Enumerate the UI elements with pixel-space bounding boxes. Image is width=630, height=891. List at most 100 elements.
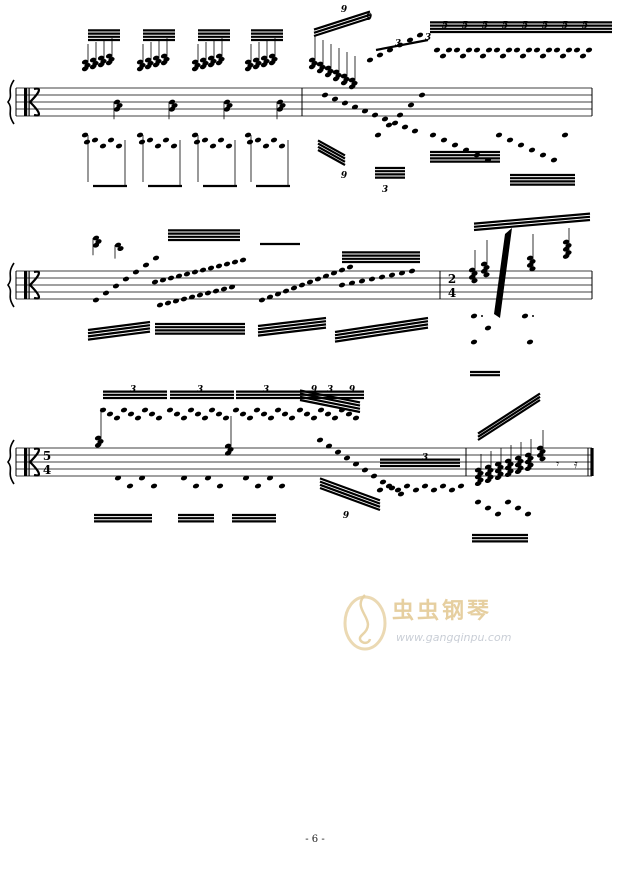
chord-notehead [340,80,348,86]
c-clef-bar [28,271,30,299]
run-notehead [172,298,180,304]
descending-run-notehead [325,443,333,449]
chord-notehead [260,55,268,61]
run-notehead [296,407,304,413]
bass-notehead [521,313,529,319]
inner-notehead [225,143,233,149]
chord-notehead [92,242,100,248]
chord-notehead [468,274,476,280]
tuplet-number: 5 [482,21,488,31]
chord-notehead [223,99,231,105]
lower-run-notehead [385,122,393,128]
bass-notehead [192,483,200,489]
run-notehead [232,407,240,413]
chord-notehead [524,466,532,472]
chord-notehead [514,455,522,461]
chord-notehead [494,468,502,474]
run-notehead [180,296,188,302]
chord-notehead [494,461,502,467]
chord-notehead [484,471,492,477]
note-beam [477,395,541,438]
bass-notehead [81,132,89,138]
note-beam [87,327,151,338]
chord-notehead [480,268,488,274]
run-notehead [106,411,114,417]
chord-notehead [332,76,340,82]
chord-notehead [529,266,536,272]
run-notehead [465,47,473,53]
run-notehead [322,273,330,279]
run-notehead [303,411,311,417]
inner-notehead [278,143,286,149]
run-notehead [201,415,209,421]
run-notehead [321,92,329,98]
bass-notehead [244,132,252,138]
c-clef-bar [24,271,28,299]
run-notehead [376,487,384,493]
run-notehead [345,411,353,417]
run-notehead [381,116,389,122]
note-beam [313,10,371,31]
note-beam [317,149,346,166]
bass-notehead [278,483,286,489]
descending-run-notehead [370,473,378,479]
chord-notehead [81,59,89,65]
descending-run-notehead [316,437,324,443]
bass-chord-notehead [474,499,482,505]
run-notehead [298,282,306,288]
arpeggio-notehead [112,283,120,289]
tuplet-number: 5 [522,21,528,31]
run-notehead [376,52,384,58]
note-beam [313,16,371,38]
chord-notehead [524,452,532,458]
chord-notehead [480,261,488,267]
run-notehead [408,268,416,274]
inner-notehead [209,143,217,149]
run-notehead [388,272,396,278]
chord-notehead [199,64,207,70]
c-clef-curve [29,447,40,477]
c-clef-bar [24,88,28,116]
chord-notehead [539,456,546,462]
chord-notehead [136,59,144,65]
chord-notehead [252,57,260,63]
note-beam [299,389,361,404]
run-notehead [378,274,386,280]
descending-run-notehead [361,467,369,473]
tuplet-number: 9 [366,13,373,23]
run-notehead [314,276,322,282]
run-notehead [260,411,268,417]
chord-notehead [89,64,97,70]
note-beam [313,13,371,34]
run-notehead [113,415,121,421]
tuplet-number: 9 [349,385,356,395]
run-notehead [156,302,164,308]
chord-notehead [536,452,544,458]
chord-notehead [152,62,160,68]
chord-notehead [348,77,356,83]
run-notehead [155,415,163,421]
bass-notehead [266,475,274,481]
run-notehead [416,32,424,38]
chord-notehead [191,59,199,65]
run-notehead [148,411,156,417]
run-notehead [439,53,447,59]
lower-run-notehead [429,132,437,138]
tuplet-number: 9 [341,171,348,181]
run-notehead [352,415,360,421]
run-notehead [341,100,349,106]
c-clef-curve [29,87,40,117]
bass-notehead [138,139,146,145]
note-beam [257,320,327,331]
chord-notehead [474,481,482,487]
chord-notehead [105,53,113,59]
run-notehead [141,407,149,413]
note-beam [299,398,361,414]
run-notehead [445,47,453,53]
chord-notehead [168,99,176,105]
tuplet-number: 3 [327,385,333,395]
run-notehead [585,47,593,53]
chord-notehead [160,53,168,59]
bass-notehead [136,132,144,138]
chord-notehead [89,57,97,63]
